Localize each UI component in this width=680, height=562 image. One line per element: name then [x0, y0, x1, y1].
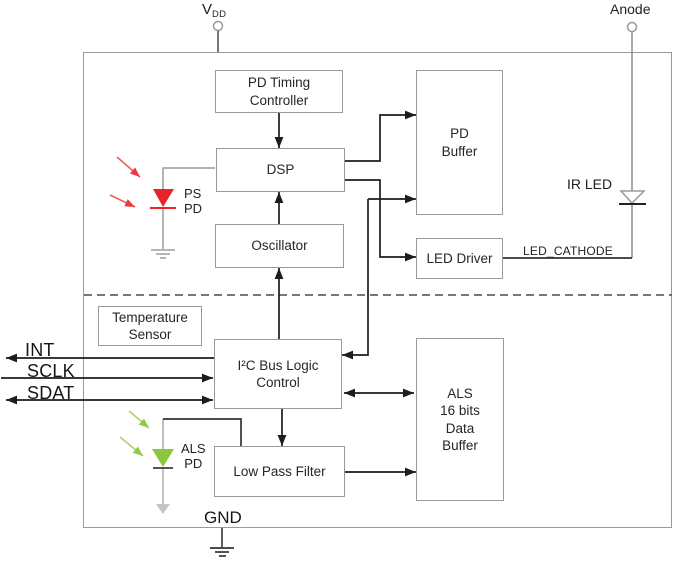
anode-pin-label: Anode: [610, 1, 651, 17]
sclk-pin-label: SCLK: [27, 361, 75, 381]
vdd-terminal-icon: [212, 20, 224, 32]
vdd-main-text: V: [202, 1, 213, 18]
ir-led-label: IR LED: [567, 176, 613, 192]
block-low-pass-filter: Low Pass Filter: [214, 446, 345, 497]
block-dsp: DSP: [216, 148, 345, 192]
block-pd-buffer: PD Buffer: [416, 70, 503, 215]
led-cathode-net-label: LED_CATHODE: [523, 244, 613, 258]
als-photodiode-label: ALS PD: [181, 441, 206, 471]
block-als-data-buffer: ALS 16 bits Data Buffer: [416, 338, 504, 501]
block-temperature-sensor: Temperature Sensor: [98, 306, 202, 346]
gnd-ground-icon: [210, 547, 234, 557]
block-oscillator: Oscillator: [215, 224, 344, 268]
gnd-pin-label: GND: [204, 508, 242, 527]
block-led-driver: LED Driver: [416, 238, 503, 279]
sdat-pin-label: SDAT: [27, 383, 75, 403]
ps-photodiode-label: PS PD: [184, 186, 203, 216]
block-i2c-bus-logic-control: I²C Bus Logic Control: [214, 339, 342, 409]
int-pin-label: INT: [25, 340, 55, 360]
vdd-subscript-text: DD: [212, 9, 227, 20]
block-pd-timing-controller: PD Timing Controller: [215, 70, 343, 113]
anode-terminal-icon: [626, 21, 638, 33]
chip-boundary-box: [83, 52, 672, 528]
vdd-pin-label: VDD: [202, 1, 227, 21]
